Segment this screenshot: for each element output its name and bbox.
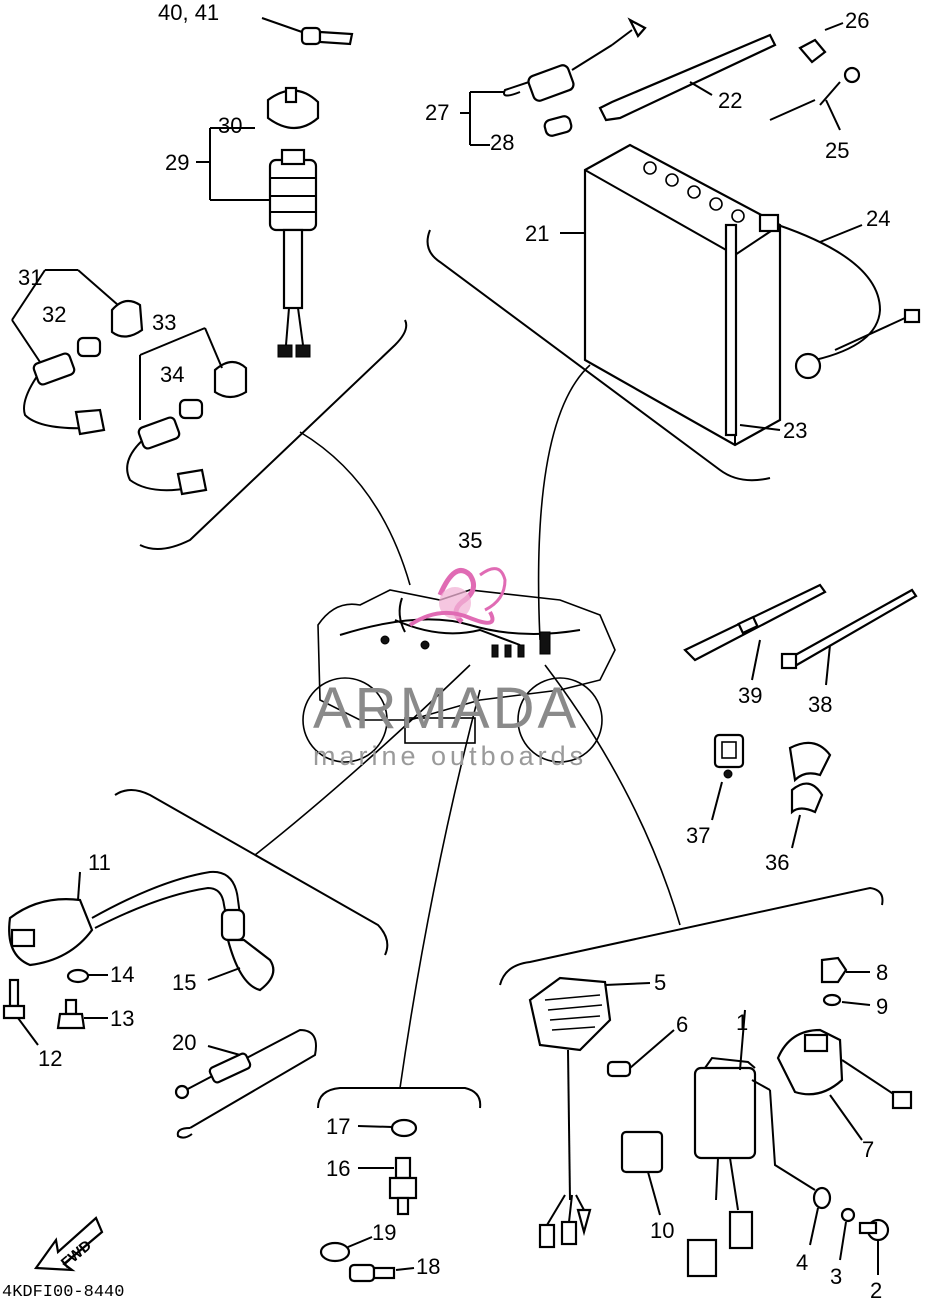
washer-14-part — [66, 968, 108, 984]
lead-wire-20-part — [174, 1028, 317, 1139]
callout-5: 5 — [654, 970, 666, 995]
callout-24: 24 — [866, 206, 890, 231]
callout-2: 2 — [870, 1278, 882, 1299]
callout-12: 12 — [38, 1046, 62, 1071]
callout-7: 7 — [862, 1137, 874, 1162]
callout-21: 21 — [525, 221, 549, 246]
group-bracket-lines — [114, 229, 884, 1109]
callout-22: 22 — [718, 88, 742, 113]
holder-36-part — [788, 741, 832, 849]
callout-37: 37 — [686, 823, 710, 848]
screw-12-part — [2, 978, 39, 1046]
armada-logo-mark — [408, 567, 507, 627]
callout-11: 11 — [88, 850, 111, 875]
callout-26: 26 — [845, 8, 869, 33]
starter-relay-part — [776, 956, 913, 1141]
callout-36: 36 — [765, 850, 789, 875]
battery-lead-part — [758, 213, 921, 380]
callout-40-41: 40, 41 — [158, 0, 219, 25]
callout-13: 13 — [110, 1006, 134, 1031]
fwd-arrow-icon — [33, 1216, 104, 1272]
callout-39: 39 — [738, 683, 762, 708]
band-part — [683, 583, 827, 681]
battery-part — [560, 143, 782, 447]
wire-harness-frame — [302, 589, 616, 763]
callout-4: 4 — [796, 1250, 808, 1275]
callout-28: 28 — [490, 130, 514, 155]
relay-part — [620, 1130, 664, 1216]
fastener-2-4-part — [809, 1186, 890, 1275]
callout-31: 31 — [18, 265, 42, 290]
callout-32: 32 — [42, 302, 66, 327]
wire-lead-31 — [11, 269, 144, 436]
wire-lead-33 — [126, 327, 248, 496]
cable-tie-part — [780, 588, 918, 686]
callout-9: 9 — [876, 994, 888, 1019]
fuse-holder-part — [460, 17, 647, 146]
callout-27: 27 — [425, 100, 449, 125]
callout-38: 38 — [808, 692, 832, 717]
callout-19: 19 — [372, 1220, 396, 1245]
terminal-bolt-part — [769, 22, 861, 131]
callout-1: 1 — [736, 1010, 748, 1035]
callout-34: 34 — [160, 362, 184, 387]
callout-8: 8 — [876, 960, 888, 985]
holder-37-part — [711, 733, 745, 821]
callout-18: 18 — [416, 1254, 440, 1279]
callout-17: 17 — [326, 1114, 350, 1139]
callout-16: 16 — [326, 1156, 350, 1181]
spark-plug-group — [319, 1118, 418, 1283]
callout-25: 25 — [825, 138, 849, 163]
callout-6: 6 — [676, 1012, 688, 1037]
key-part — [261, 17, 354, 46]
callout-3: 3 — [830, 1264, 842, 1289]
callout-20: 20 — [172, 1030, 196, 1055]
main-switch-part — [196, 86, 320, 358]
callout-33: 33 — [152, 310, 176, 335]
callout-14: 14 — [110, 962, 134, 987]
callout-35: 35 — [458, 528, 482, 553]
watermark-brand: ARMADA — [313, 676, 579, 741]
callout-23: 23 — [783, 418, 807, 443]
callout-30: 30 — [218, 113, 242, 138]
callout-10: 10 — [650, 1218, 674, 1243]
battery-strap-part — [598, 33, 777, 122]
diagram-code: 4KDFI00-8440 — [2, 1283, 124, 1299]
callout-29: 29 — [165, 150, 189, 175]
ignition-coil-part — [8, 870, 275, 992]
watermark-tagline: marine outboards — [313, 741, 587, 771]
callout-15: 15 — [172, 970, 196, 995]
rectifier-regulator-part — [528, 976, 675, 1249]
cdi-unit-part — [686, 1009, 816, 1278]
bolt-13-part — [56, 998, 108, 1030]
